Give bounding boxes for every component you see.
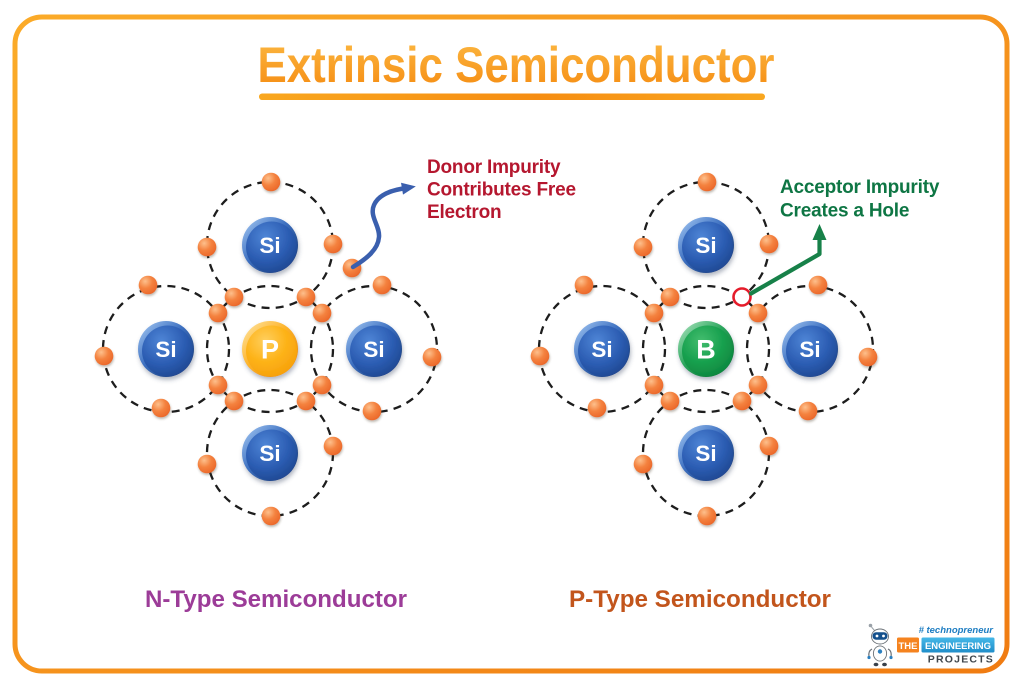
orbit-circle: [101, 284, 231, 414]
electron: [660, 391, 680, 411]
atom-label: Si: [591, 337, 612, 362]
electron: [224, 391, 244, 411]
atom-p: P: [242, 321, 298, 377]
atom-si: Si: [242, 217, 298, 273]
atom-si: Si: [346, 321, 402, 377]
logo-word-the: THE: [899, 641, 918, 652]
brand-logo: # technopreneur THE ENGINEERING PROJECTS: [867, 623, 995, 667]
atom-label: Si: [695, 441, 716, 466]
donor-arrow: [350, 182, 416, 270]
donor-label-line1: Donor Impurity: [427, 157, 561, 178]
electron: [759, 436, 779, 456]
electron: [633, 454, 653, 474]
electron: [312, 375, 332, 395]
donor-label-line2: Contributes Free: [427, 180, 576, 201]
atom-si: Si: [678, 425, 734, 481]
donor-label-line3: Electron: [427, 202, 501, 223]
atom-si: Si: [138, 321, 194, 377]
n-type-caption: N-Type Semiconductor: [145, 586, 407, 613]
electron: [644, 303, 664, 323]
electron: [697, 172, 717, 192]
electron: [644, 375, 664, 395]
logo-engineering-box: [921, 637, 995, 653]
electron: [138, 275, 158, 295]
electron: [732, 391, 752, 411]
electron: [151, 398, 171, 418]
atom-si: Si: [782, 321, 838, 377]
electron: [748, 303, 768, 323]
electron: [858, 347, 878, 367]
atom-si: Si: [678, 217, 734, 273]
electron: [660, 287, 680, 307]
p-type-caption: P-Type Semiconductor: [569, 586, 831, 613]
electron: [372, 275, 392, 295]
acceptor-arrow: [748, 224, 827, 296]
orbit-circle: [641, 284, 771, 414]
atom-si: Si: [242, 425, 298, 481]
electron: [587, 398, 607, 418]
atom-label: Si: [799, 337, 820, 362]
electron: [261, 506, 281, 526]
electron: [94, 346, 114, 366]
electron: [323, 234, 343, 254]
electron: [296, 287, 316, 307]
orbit-circle: [205, 284, 335, 414]
logo-hashtag: # technopreneur: [919, 625, 995, 636]
atom-label: P: [261, 335, 279, 365]
logo-robot-icon: [867, 623, 893, 667]
electron: [197, 237, 217, 257]
atom-si: Si: [574, 321, 630, 377]
atom-label: Si: [695, 233, 716, 258]
electron: [633, 237, 653, 257]
electron: [362, 401, 382, 421]
electron: [296, 391, 316, 411]
atom-label: B: [696, 335, 716, 365]
title-underline: [259, 93, 765, 100]
orbit-circle: [309, 284, 439, 414]
hole-ring: [732, 287, 752, 307]
electron: [808, 275, 828, 295]
atom-label: Si: [363, 337, 384, 362]
electron: [197, 454, 217, 474]
electron: [697, 506, 717, 526]
electron: [261, 172, 281, 192]
logo-word-projects: PROJECTS: [928, 654, 994, 666]
atom-b: B: [678, 321, 734, 377]
orbit-circle: [745, 284, 875, 414]
acceptor-label-line2: Creates a Hole: [780, 201, 909, 222]
logo-word-engineering: ENGINEERING: [925, 641, 991, 652]
atom-label: Si: [155, 337, 176, 362]
electron: [208, 375, 228, 395]
electron: [759, 234, 779, 254]
electron: [748, 375, 768, 395]
electron: [224, 287, 244, 307]
acceptor-label-line1: Acceptor Impurity: [780, 177, 940, 198]
logo-the-box: [897, 637, 919, 653]
electron: [574, 275, 594, 295]
electron: [530, 346, 550, 366]
page-border: [12, 14, 1010, 674]
electron: [208, 303, 228, 323]
electron: [798, 401, 818, 421]
page-title: Extrinsic Semiconductor: [258, 37, 775, 93]
orbit-circle: [537, 284, 667, 414]
electron: [312, 303, 332, 323]
electron: [323, 436, 343, 456]
electron: [422, 347, 442, 367]
atom-label: Si: [259, 233, 280, 258]
atom-label: Si: [259, 441, 280, 466]
